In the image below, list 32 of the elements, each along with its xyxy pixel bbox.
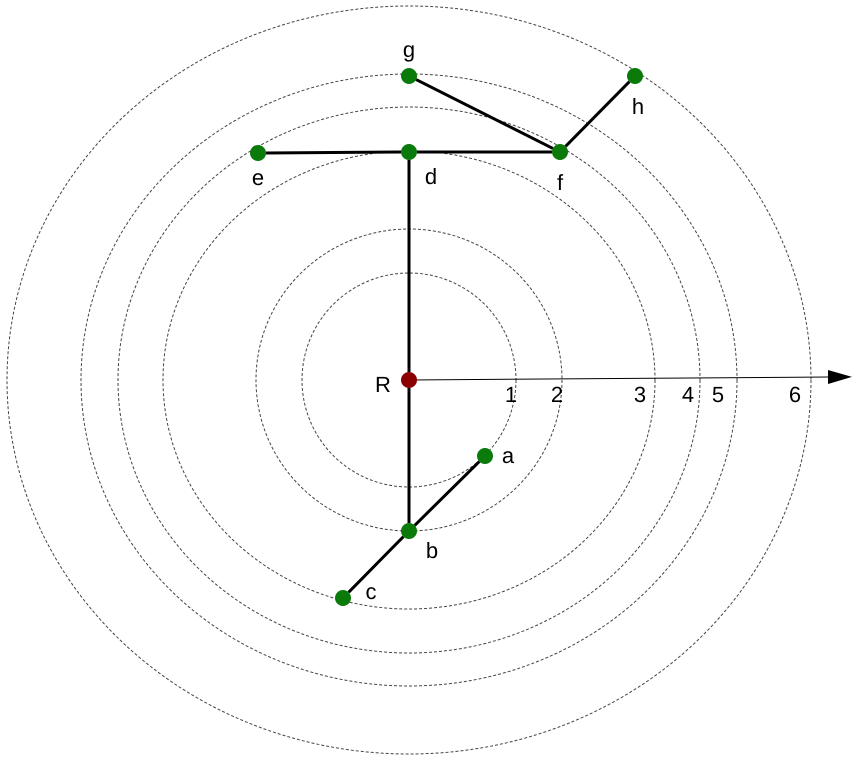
ring-number: 5 [712, 384, 724, 406]
node-label: c [366, 581, 376, 603]
connector-line [417, 150, 552, 154]
ring-number: 3 [634, 384, 646, 406]
node-dot [250, 145, 266, 161]
node-dot [552, 144, 568, 160]
node-label: a [502, 445, 514, 467]
node-dot [335, 590, 351, 606]
connector-line [414, 460, 480, 526]
node-label: h [632, 96, 644, 118]
connector-line [408, 160, 410, 372]
connector-line [266, 150, 402, 154]
node-dot [477, 448, 493, 464]
node-dot [401, 144, 417, 160]
node-dot [401, 523, 417, 539]
node-label: b [426, 540, 438, 562]
ring-number: 4 [682, 384, 694, 406]
connector-line [408, 388, 410, 523]
connector-line [564, 80, 630, 148]
node-label: g [402, 39, 416, 61]
node-label: e [252, 167, 264, 189]
node-label: f [556, 172, 564, 194]
connector-line [415, 78, 554, 150]
node-label: R [375, 374, 391, 396]
node-dot [401, 372, 417, 388]
node-dot [627, 68, 643, 84]
ring-number: 6 [788, 384, 802, 406]
connector-line [348, 536, 404, 594]
ring-number: 2 [550, 384, 564, 406]
node-dot [401, 68, 417, 84]
node-label: d [424, 166, 438, 188]
ring-number: 1 [504, 384, 518, 406]
